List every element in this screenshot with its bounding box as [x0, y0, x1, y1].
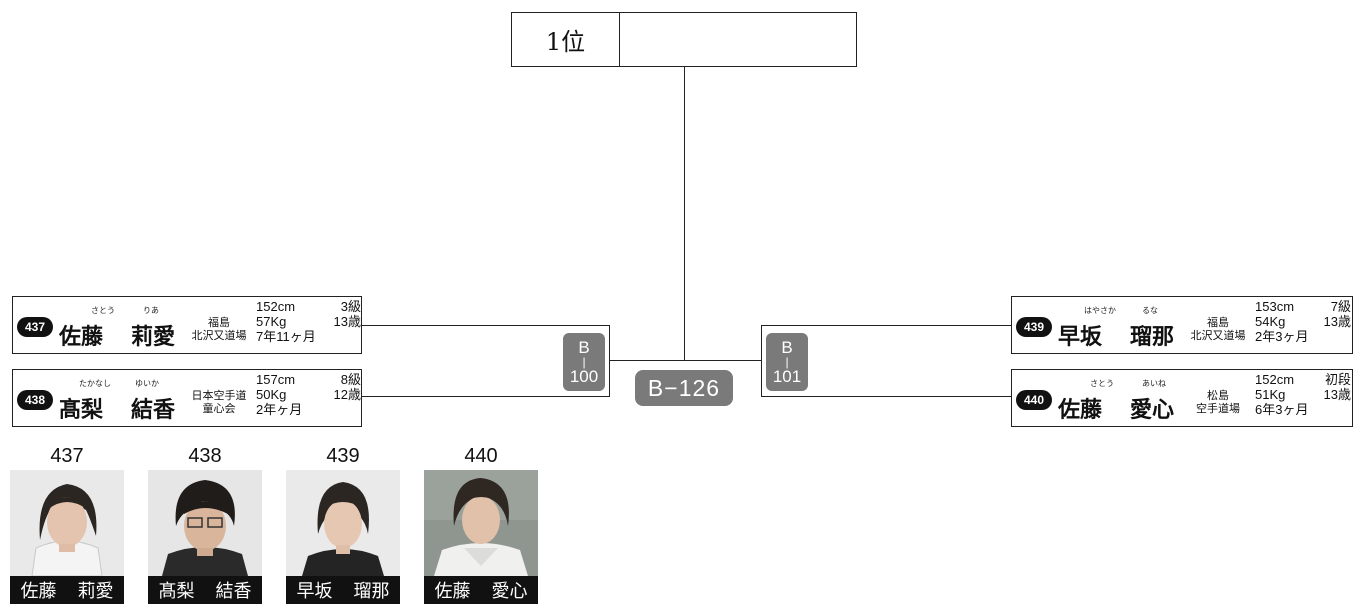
affiliation-line-2: 北沢又道場 [1191, 329, 1246, 342]
bracket-line [761, 325, 1011, 326]
photo-surname: 早坂 [297, 577, 333, 603]
furigana-surname: はやさか [1084, 305, 1116, 316]
competitor-surname: 佐藤 [59, 319, 103, 351]
weight: 54Kg [1255, 314, 1285, 329]
photo-given-name: 瑠那 [354, 577, 390, 603]
photo-surname: 佐藤 [21, 577, 57, 603]
competitor-photo [424, 470, 538, 576]
bracket-line [761, 396, 1011, 397]
photo-given-name: 結香 [216, 577, 252, 603]
affiliation-line-2: 北沢又道場 [192, 329, 247, 342]
age: 12歳 [334, 387, 361, 402]
competitor-number: 438 [17, 390, 53, 410]
competitor-given-name: 瑠那 [1130, 319, 1174, 351]
affiliation-line-2: 童心会 [203, 402, 236, 415]
height: 152cm [256, 299, 295, 314]
rank: 8級 [341, 372, 361, 387]
competitor-surname: 早坂 [1058, 319, 1102, 351]
furigana-surname: さとう [91, 305, 115, 316]
competitor-stats: 152cm 3級 57Kg 13歳 7年11ヶ月 [256, 299, 361, 344]
competitor-affiliation: 松島 空手道場 [1186, 380, 1250, 424]
winner-rank-label: 1位 [512, 13, 620, 66]
match-badge-b101[interactable]: B | 101 [766, 333, 808, 391]
furigana-given: るな [1142, 305, 1158, 316]
final-connector-line [609, 360, 761, 361]
competitor-given-name: 愛心 [1130, 392, 1174, 424]
age: 13歳 [1324, 387, 1351, 402]
photo-number: 438 [148, 445, 262, 468]
rank: 3級 [341, 299, 361, 314]
experience: 2年3ヶ月 [1255, 329, 1308, 344]
photo-surname: 髙梨 [159, 577, 195, 603]
furigana-given: りあ [143, 305, 159, 316]
furigana-surname: たかなし [79, 378, 111, 389]
affiliation-line-1: 松島 [1207, 389, 1229, 402]
age: 13歳 [334, 314, 361, 329]
bracket-line [609, 325, 610, 397]
match-number: 101 [773, 368, 801, 385]
competitor-given-name: 莉愛 [131, 319, 175, 351]
photo-number: 439 [286, 445, 400, 468]
photo-name-label: 佐藤 愛心 [424, 576, 538, 604]
match-badge-b100[interactable]: B | 100 [563, 333, 605, 391]
competitor-box-438[interactable]: 438 たかなし ゆいか 髙梨 結香 日本空手道 童心会 157cm 8級 50K… [12, 369, 362, 427]
experience: 2年ヶ月 [256, 402, 302, 417]
competitor-number: 439 [1016, 317, 1052, 337]
affiliation-line-1: 日本空手道 [192, 389, 247, 402]
match-number: 100 [570, 368, 598, 385]
competitor-given-name: 結香 [131, 392, 175, 424]
competitor-box-440[interactable]: 440 さとう あいね 佐藤 愛心 松島 空手道場 152cm 初段 51Kg 13… [1011, 369, 1353, 427]
competitor-affiliation: 日本空手道 童心会 [187, 380, 251, 424]
bracket-line [761, 325, 762, 397]
competitor-photo [10, 470, 124, 576]
photo-number: 437 [10, 445, 124, 468]
photo-name-label: 早坂 瑠那 [286, 576, 400, 604]
match-prefix: B [781, 339, 792, 356]
competitor-surname: 髙梨 [59, 392, 103, 424]
affiliation-line-1: 福島 [1207, 316, 1229, 329]
affiliation-line-1: 福島 [208, 316, 230, 329]
competitor-box-437[interactable]: 437 さとう りあ 佐藤 莉愛 福島 北沢又道場 152cm 3級 57Kg 13… [12, 296, 362, 354]
competitor-stats: 153cm 7級 54Kg 13歳 2年3ヶ月 [1255, 299, 1351, 344]
bracket-line [362, 396, 609, 397]
furigana-given: ゆいか [135, 378, 159, 389]
weight: 57Kg [256, 314, 286, 329]
photo-given-name: 莉愛 [78, 577, 114, 603]
photo-given-name: 愛心 [492, 577, 528, 603]
photo-number: 440 [424, 445, 538, 468]
competitor-stats: 157cm 8級 50Kg 12歳 2年ヶ月 [256, 372, 361, 417]
rank: 7級 [1331, 299, 1351, 314]
winner-box: 1位 [511, 12, 857, 67]
winner-connector-line [684, 67, 685, 360]
height: 157cm [256, 372, 295, 387]
photo-name-label: 髙梨 結香 [148, 576, 262, 604]
final-match-badge[interactable]: B−126 [635, 370, 733, 406]
competitor-number: 437 [17, 317, 53, 337]
competitor-affiliation: 福島 北沢又道場 [187, 307, 251, 351]
rank: 初段 [1325, 372, 1351, 387]
competitor-affiliation: 福島 北沢又道場 [1186, 307, 1250, 351]
furigana-surname: さとう [1090, 378, 1114, 389]
competitor-number: 440 [1016, 390, 1052, 410]
competitor-surname: 佐藤 [1058, 392, 1102, 424]
experience: 6年3ヶ月 [1255, 402, 1308, 417]
weight: 50Kg [256, 387, 286, 402]
furigana-given: あいね [1142, 378, 1166, 389]
bracket-line [362, 325, 609, 326]
competitor-photo [148, 470, 262, 576]
height: 153cm [1255, 299, 1294, 314]
match-prefix: B [578, 339, 589, 356]
height: 152cm [1255, 372, 1294, 387]
experience: 7年11ヶ月 [256, 329, 316, 344]
competitor-photo [286, 470, 400, 576]
photo-name-label: 佐藤 莉愛 [10, 576, 124, 604]
weight: 51Kg [1255, 387, 1285, 402]
competitor-stats: 152cm 初段 51Kg 13歳 6年3ヶ月 [1255, 372, 1351, 417]
winner-name-field[interactable] [620, 13, 856, 66]
photo-surname: 佐藤 [435, 577, 471, 603]
affiliation-line-2: 空手道場 [1196, 402, 1240, 415]
age: 13歳 [1324, 314, 1351, 329]
